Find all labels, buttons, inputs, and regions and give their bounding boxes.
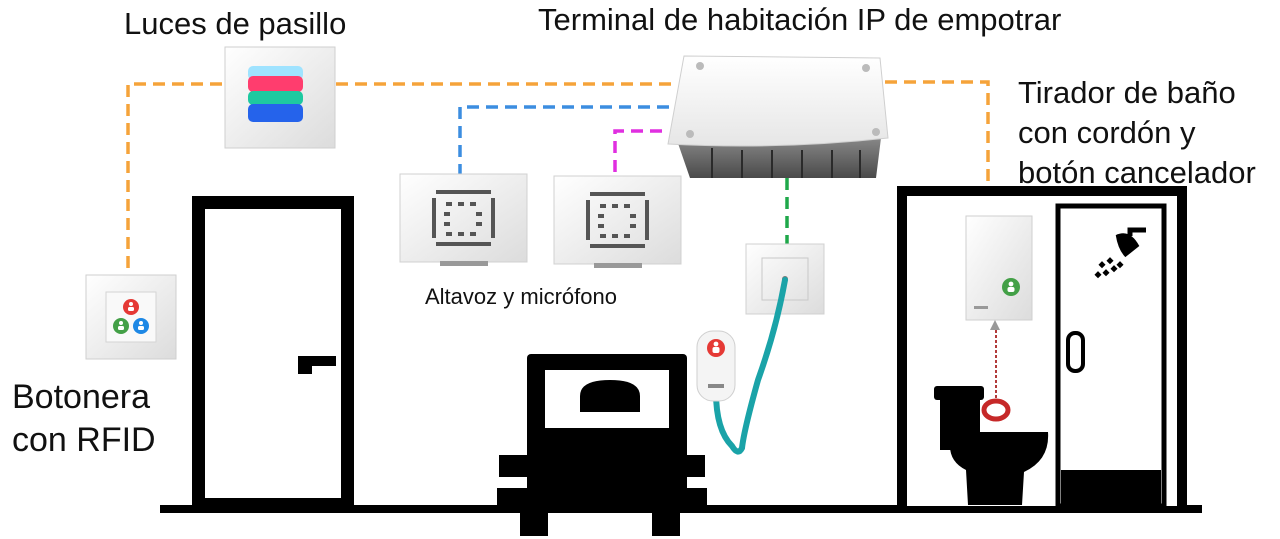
hall-lights-label: Luces de pasillo	[124, 6, 347, 41]
room-terminal-label: Terminal de habitación IP de empotrar	[538, 2, 1062, 37]
pull-ring	[981, 398, 1011, 422]
alarm-person-icon	[712, 341, 720, 353]
room-terminal-device	[667, 55, 889, 178]
speaker-device	[399, 173, 528, 266]
bathroom	[897, 186, 1187, 509]
bath-pull-device	[965, 215, 1033, 422]
bath-pull-label-line-3: botón cancelador	[1018, 155, 1256, 190]
floor-line	[160, 505, 1202, 513]
door	[192, 196, 354, 506]
keypad-device	[85, 274, 177, 360]
toilet	[934, 386, 1049, 505]
magenta-wire	[613, 129, 668, 172]
pendant-cable	[713, 277, 788, 455]
wiring	[126, 80, 990, 268]
speaker-mic-label: Altavoz y micrófono	[425, 284, 617, 309]
keypad-label-line-1: Botonera	[12, 378, 150, 416]
bath-pull-label-line-1: Tirador de baño	[1018, 75, 1236, 110]
hall-light-device	[224, 46, 336, 149]
microphone-device	[553, 175, 682, 268]
orange-wire	[126, 80, 990, 268]
bath-pull-label-line-2: con cordón y	[1018, 115, 1196, 150]
door-handle	[298, 356, 336, 366]
pendant-call-button	[696, 330, 736, 402]
keypad-label-line-2: con RFID	[12, 421, 156, 459]
shower-door-handle	[1066, 331, 1085, 373]
bed	[497, 354, 707, 536]
blue-wire	[458, 105, 675, 176]
